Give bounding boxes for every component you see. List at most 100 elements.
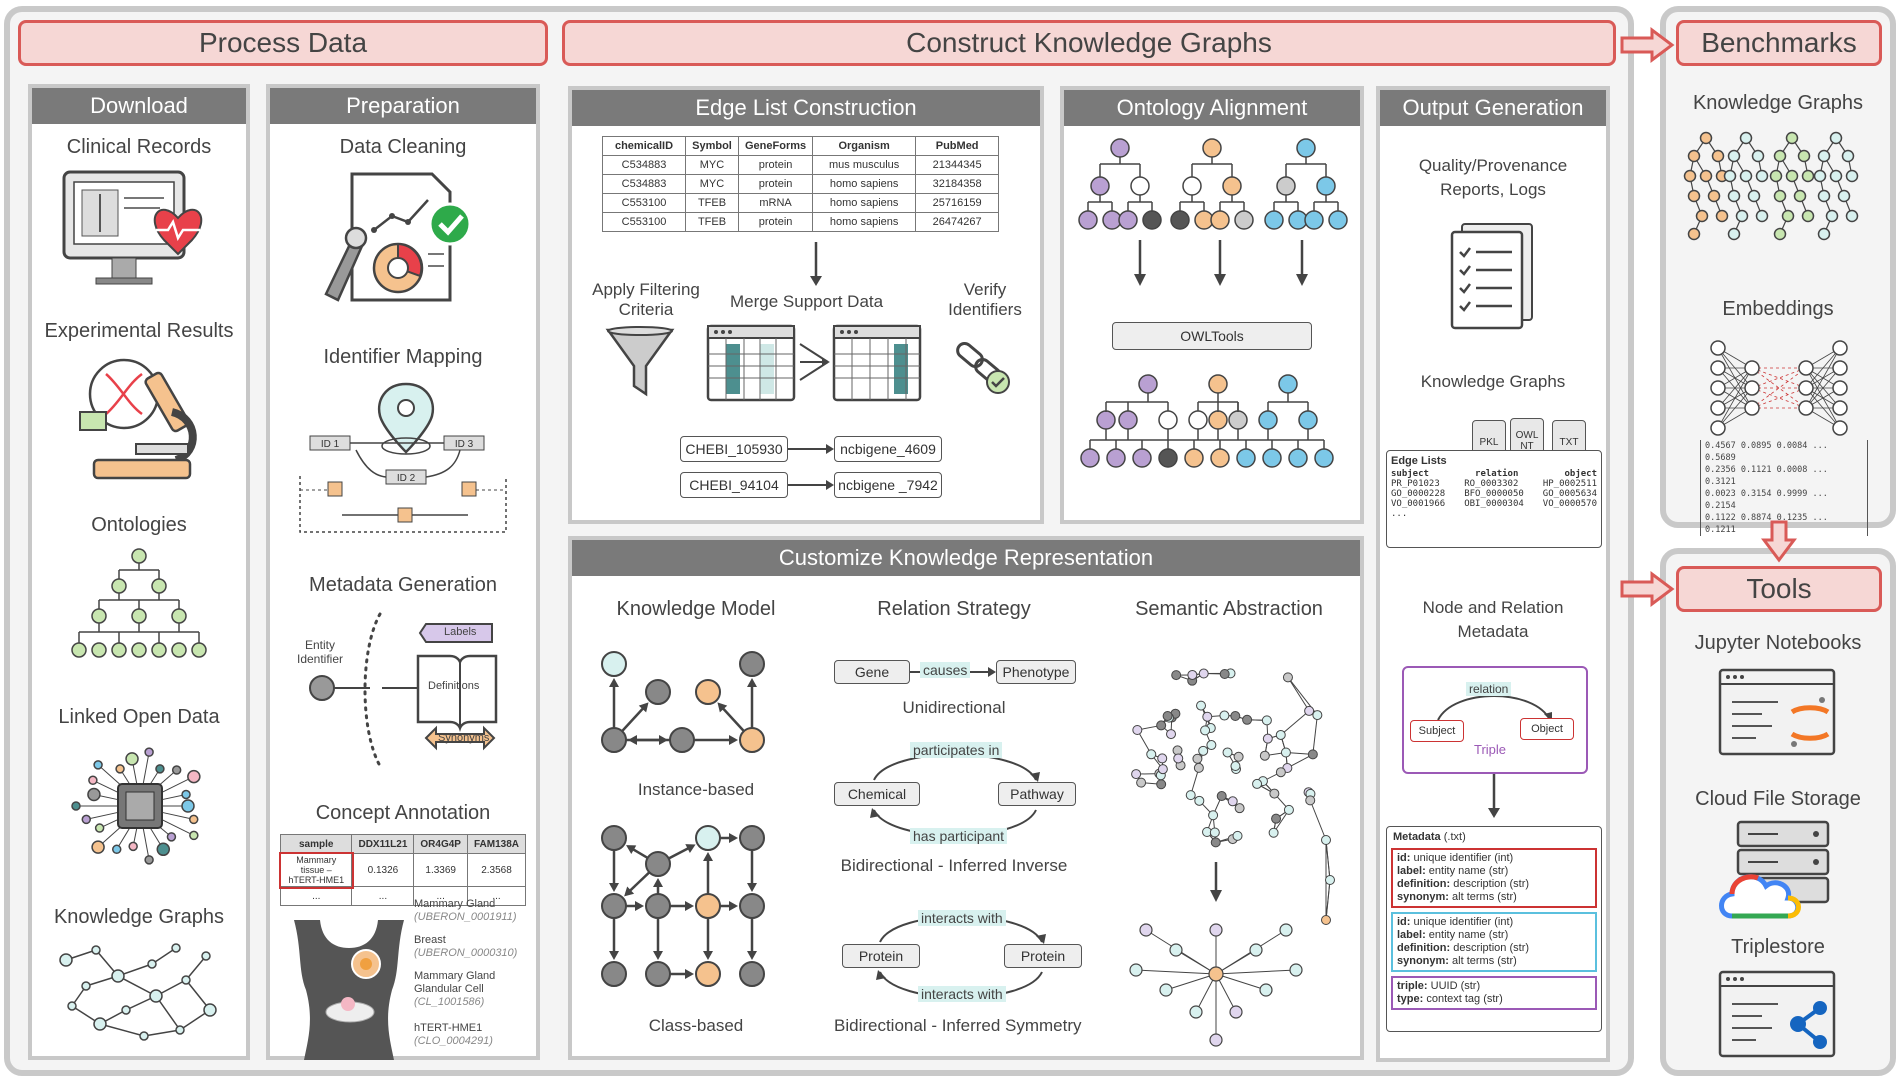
- graph-edge: [1215, 969, 1297, 975]
- graph-node: [739, 651, 765, 677]
- meta-value: entity name (str): [1428, 929, 1509, 941]
- graph-node: [1118, 210, 1138, 230]
- torso-silhouette-icon: [294, 920, 404, 1060]
- prep-item-mapping: Identifier Mapping: [323, 346, 483, 368]
- edge-table-cell: TFEB: [685, 193, 739, 213]
- graph-node: [191, 642, 207, 658]
- graph-node: [1275, 767, 1286, 778]
- edge-lists-cell: VO_0001966: [1391, 499, 1446, 509]
- graph-edge: [668, 846, 691, 860]
- graph-node: [1210, 210, 1230, 230]
- graph-edge: [1751, 367, 1807, 409]
- edge-lists-cell: PR_P01023: [1391, 479, 1440, 489]
- merge-support-label: Merge Support Data: [730, 292, 884, 311]
- graph-node: [91, 840, 105, 854]
- arrow-to-benchmarks: [1620, 27, 1675, 63]
- meta-value: context tag (str): [1426, 993, 1503, 1005]
- graph-edge: [185, 955, 207, 981]
- graph-node: [1200, 725, 1211, 736]
- benchmark-embeddings-label: Embeddings: [1722, 298, 1834, 320]
- graph-node: [171, 642, 187, 658]
- graph-node: [695, 679, 721, 705]
- gene-box: Gene: [834, 660, 910, 684]
- pathway-box: Pathway: [998, 782, 1076, 806]
- graph-node: [1202, 711, 1213, 722]
- edge-lists-cell: VO_0000570: [1542, 499, 1597, 509]
- tool-triplestore-label: Triplestore: [1731, 936, 1825, 958]
- graph-edge: [86, 811, 119, 820]
- tools-container: [1660, 548, 1896, 1076]
- graph-node: [669, 727, 695, 753]
- graph-node: [1166, 729, 1177, 740]
- graph-node: [1739, 131, 1753, 145]
- meta-value: alt terms (str): [1452, 955, 1517, 967]
- graph-node: [1832, 340, 1848, 356]
- graph-node: [1234, 210, 1254, 230]
- arrow-head: [685, 969, 694, 979]
- graph-node: [1296, 138, 1316, 158]
- edge-table-cell: mus musculus: [812, 155, 917, 175]
- graph-node: [1234, 803, 1245, 814]
- annotation-cell: 1.3369: [413, 853, 468, 887]
- graph-node: [1832, 360, 1848, 376]
- identifier-mapping-icon: ID 1 ID 2 ID 3: [299, 382, 507, 533]
- graph-node: [1157, 764, 1168, 775]
- graph-node: [1773, 227, 1787, 241]
- annotation-header: FAM138A: [466, 834, 527, 854]
- graph-node: [131, 608, 147, 624]
- graph-node: [1196, 700, 1207, 711]
- ontology-tree-icon: [71, 548, 207, 658]
- preparation-title: Preparation: [270, 88, 536, 124]
- graph-node: [1208, 966, 1224, 982]
- edge-table-cell: C534883: [602, 174, 686, 194]
- graph-node: [1817, 227, 1831, 241]
- graph-node: [1793, 189, 1807, 203]
- graph-node: [739, 825, 765, 851]
- edge-lists-col: relation: [1475, 469, 1519, 479]
- graph-node: [1695, 209, 1709, 223]
- graph-node: [1106, 448, 1126, 468]
- graph-node: [171, 765, 182, 775]
- graph-node: [601, 893, 627, 919]
- edge-lists-cell: RO_0003302: [1464, 479, 1519, 489]
- id-label-1: ID 1: [321, 439, 340, 450]
- graph-node: [155, 764, 165, 774]
- download-item-experimental: Experimental Results: [44, 320, 234, 342]
- arrow-head: [747, 678, 757, 687]
- graph-node: [1817, 149, 1831, 163]
- edge-lists-header: subject relation object: [1387, 469, 1601, 479]
- graph-node: [1228, 410, 1248, 430]
- graph-edge: [1805, 347, 1841, 389]
- embedding-matrix: 0.4567 0.0895 0.0084 ... 0.5689 0.2356 0…: [1700, 440, 1868, 536]
- edge-table-header: Organism: [812, 136, 917, 156]
- graph-node: [188, 814, 199, 825]
- graph-node: [1269, 788, 1280, 799]
- edge-lists-cell: GO_0005634: [1542, 489, 1597, 499]
- anatomy-breast: Breast (UBERON_0000310): [414, 934, 517, 960]
- metadata-block-triple: triple: UUID (str) type: context tag (st…: [1391, 976, 1597, 1010]
- graph-node: [1687, 189, 1701, 203]
- edge-table-cell: protein: [737, 155, 814, 175]
- metadata-title-row: Metadata (.txt): [1387, 827, 1601, 848]
- graph-node: [111, 578, 127, 594]
- construct-kg-header: Construct Knowledge Graphs: [562, 20, 1616, 66]
- graph-node: [67, 1001, 77, 1011]
- graph-node: [1131, 769, 1142, 780]
- graph-node: [695, 893, 721, 919]
- owltools-box: OWLTools: [1112, 322, 1312, 350]
- meta-line: definition: description (str): [1397, 878, 1591, 891]
- edge-lists-cell: OBI_0000304: [1464, 499, 1524, 509]
- graph-node: [1209, 923, 1223, 937]
- graph-node: [1252, 778, 1263, 789]
- neural-network-icon: [1710, 340, 1848, 436]
- edge-table-header: Symbol: [685, 136, 739, 156]
- meta-key: triple:: [1397, 980, 1428, 992]
- anatomy-id: (UBERON_0001911): [414, 911, 517, 923]
- output-generation-title: Output Generation: [1380, 90, 1606, 126]
- arrow-head: [659, 735, 668, 745]
- graph-node: [1090, 176, 1110, 196]
- arrow-head: [635, 901, 644, 911]
- graph-node: [1142, 210, 1162, 230]
- graph-node: [1735, 209, 1749, 223]
- graph-node: [1723, 169, 1737, 183]
